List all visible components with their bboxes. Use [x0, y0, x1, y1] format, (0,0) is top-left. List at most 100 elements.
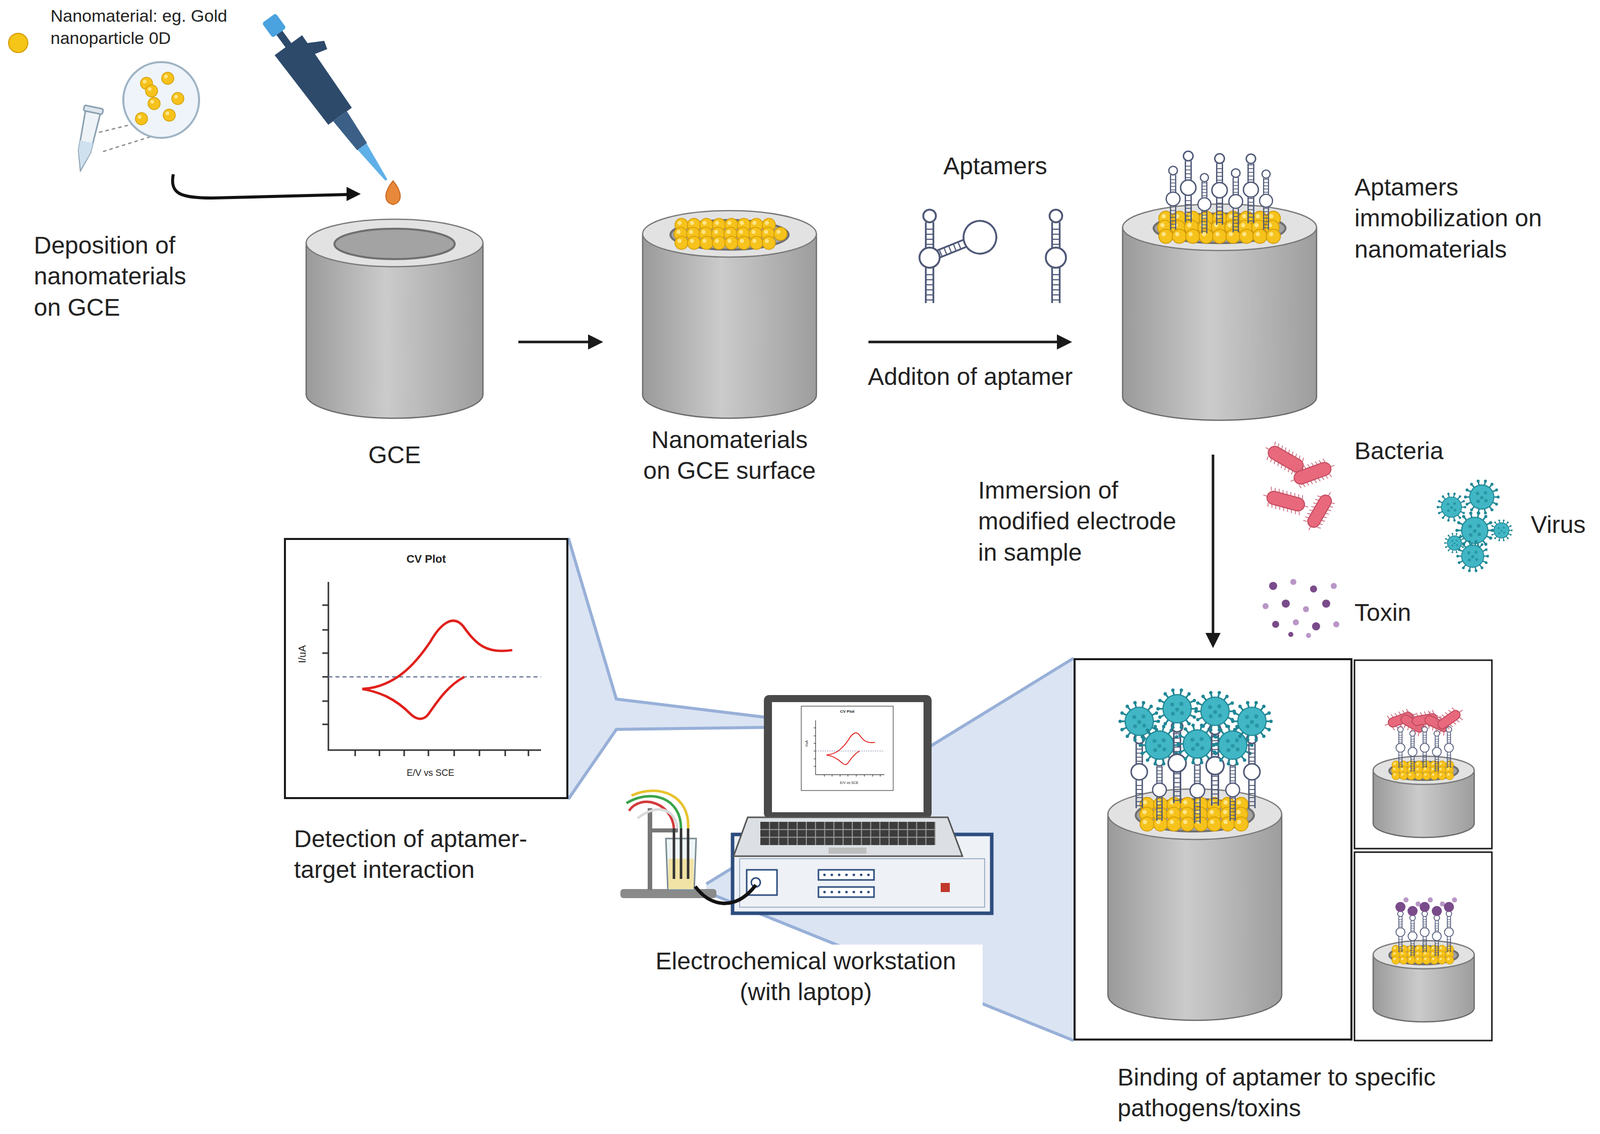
base-pair	[1263, 217, 1269, 219]
virus-dot	[1502, 526, 1505, 529]
base-pair	[1233, 185, 1239, 187]
aptamer-strand	[1058, 222, 1061, 248]
toxin-molecule	[1427, 897, 1433, 903]
base-pair	[1435, 930, 1439, 931]
aptamer-strand	[1237, 208, 1239, 233]
axis-tick	[403, 750, 406, 757]
gold-nanoparticle	[1391, 771, 1400, 781]
spike-tip	[1217, 691, 1222, 695]
key-column	[796, 821, 798, 846]
aptamer-strand	[1210, 774, 1213, 806]
particle-highlight	[1393, 957, 1396, 961]
virus-dot	[1450, 540, 1453, 543]
spike-tip	[1145, 758, 1150, 762]
particle-highlight	[1393, 952, 1396, 955]
virus-dot	[1497, 526, 1500, 529]
base-pair	[1233, 191, 1239, 193]
pilus	[1292, 469, 1295, 473]
particle-highlight	[677, 220, 682, 225]
base-pair	[1247, 213, 1254, 215]
virus-dot	[1456, 544, 1459, 547]
aptamer-strand	[1051, 267, 1054, 304]
base-pair	[1173, 746, 1181, 748]
base-pair	[1248, 797, 1255, 799]
spike-tip	[1456, 554, 1460, 558]
gold-nanoparticle	[1445, 956, 1454, 965]
particle-highlight	[1269, 214, 1274, 219]
base-pair	[1156, 814, 1162, 816]
pilus	[1267, 503, 1270, 507]
virus-body	[1493, 522, 1510, 539]
toxin-molecule	[1290, 578, 1297, 586]
lead-wire	[631, 790, 689, 829]
gold-nanoparticle	[1445, 771, 1454, 781]
base-pair	[1201, 195, 1207, 197]
base-pair	[1447, 757, 1451, 758]
base-pair	[1435, 743, 1439, 745]
particle-highlight	[1209, 810, 1214, 815]
spike-tip	[1502, 539, 1506, 542]
axis-tick	[813, 766, 816, 767]
aptamer-strand	[1446, 752, 1448, 768]
base-pair	[1136, 785, 1143, 787]
base-pair	[1411, 741, 1415, 743]
zoom-line	[103, 136, 152, 152]
virus-dot	[1468, 524, 1472, 529]
particle-highlight	[1223, 810, 1228, 815]
spike-tip	[1267, 728, 1272, 732]
spike-tip	[1140, 735, 1145, 739]
aptamer-strand	[1434, 920, 1436, 933]
toxin-molecule	[1310, 585, 1318, 593]
button-dot	[823, 891, 827, 894]
particle-highlight	[1142, 800, 1147, 805]
spike-tip	[1489, 521, 1493, 525]
particle-highlight	[1240, 223, 1245, 228]
spike-tip	[1491, 524, 1494, 527]
step-label: Deposition of nanomaterials on GCE	[33, 229, 206, 323]
particle-highlight	[689, 229, 694, 234]
axis-tick	[831, 774, 833, 778]
electrode-rim	[306, 219, 483, 267]
axis-tick	[880, 774, 881, 778]
aptamer-loop	[1166, 191, 1180, 206]
toxin-molecule	[1431, 906, 1442, 917]
spike-tip	[1201, 694, 1205, 699]
base-pair	[1263, 182, 1269, 183]
spike-tip	[1470, 482, 1474, 487]
baseline	[815, 750, 885, 752]
nanomaterial-stage: Nanomaterials on GCE surface	[638, 202, 821, 506]
base-pair	[926, 244, 934, 246]
spike-tip	[1458, 516, 1462, 520]
base-pair	[1052, 233, 1060, 235]
pilus	[1432, 709, 1434, 714]
base-pair	[943, 247, 947, 255]
base-pair	[1156, 780, 1162, 782]
sample-tube	[71, 105, 104, 173]
particle-highlight	[677, 238, 682, 244]
base-pair	[1411, 745, 1415, 747]
aptamer-strand	[1426, 732, 1428, 744]
base-pair	[1447, 922, 1451, 923]
aptamer-strand	[1422, 916, 1424, 929]
button-strip	[818, 887, 875, 898]
aptamer-strand	[1190, 160, 1192, 180]
base-pair	[1411, 926, 1415, 927]
base-pair	[1398, 741, 1403, 743]
base-pair	[1170, 227, 1176, 229]
aptamer-strand	[1221, 163, 1224, 183]
base-pair	[1263, 178, 1269, 180]
aptamer-strand	[1426, 916, 1428, 929]
aptamer-strand	[1438, 920, 1440, 933]
zoom-line	[706, 658, 1074, 885]
gold-nanoparticle	[1180, 816, 1195, 832]
cv-plot-canvas	[283, 538, 569, 800]
particle-highlight	[1236, 800, 1241, 805]
particle-highlight	[1175, 231, 1180, 236]
spike-tip	[1214, 751, 1218, 756]
virus-dot	[1175, 707, 1180, 712]
base-pair	[1423, 950, 1427, 952]
base-pair	[1052, 228, 1060, 230]
gold-nanoparticle	[1252, 229, 1268, 244]
virus-dot	[1451, 544, 1454, 547]
spike-tip	[1245, 738, 1250, 742]
